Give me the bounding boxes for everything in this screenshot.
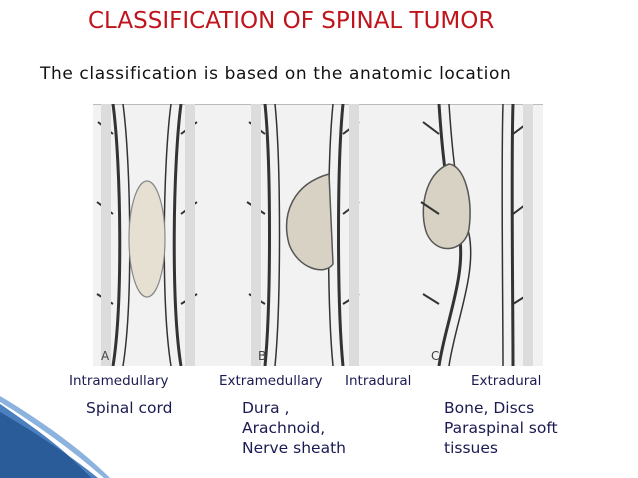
panel-letter-b: B [258,349,266,363]
extramedullary-line-1: Dura , [242,399,290,417]
category-heading-extramedullary: Extramedullary [219,373,323,389]
intramedullary-line-1: Spinal cord [86,399,173,417]
panel-b-extramedullary [246,104,360,366]
panel-c-extradural [420,104,533,366]
spinal-tumor-illustration: A B C [93,104,543,366]
panel-a-intramedullary [96,104,198,366]
intramedullary-location: Spinal cord [86,398,172,418]
extradural-line-1: Bone, Discs [444,399,535,417]
slide-title: CLASSIFICATION OF SPINAL TUMOR [88,8,495,34]
panel-letter-a: A [101,349,110,363]
panel-letter-c: C [431,349,439,363]
category-heading-intramedullary: Intramedullary [69,373,169,389]
extradural-line-3: tissues [444,439,498,457]
category-heading-intradural: Intradural [345,373,412,389]
extramedullary-line-2: Arachnoid, [242,419,326,437]
extramedullary-line-3: Nerve sheath [242,439,346,457]
category-heading-extradural: Extradural [471,373,542,389]
extradural-locations: Bone, Discs Paraspinal soft tissues [444,398,558,458]
slide-subtitle: The classification is based on the anato… [40,64,512,84]
extradural-line-2: Paraspinal soft [444,419,558,437]
extramedullary-locations: Dura , Arachnoid, Nerve sheath [242,398,346,458]
